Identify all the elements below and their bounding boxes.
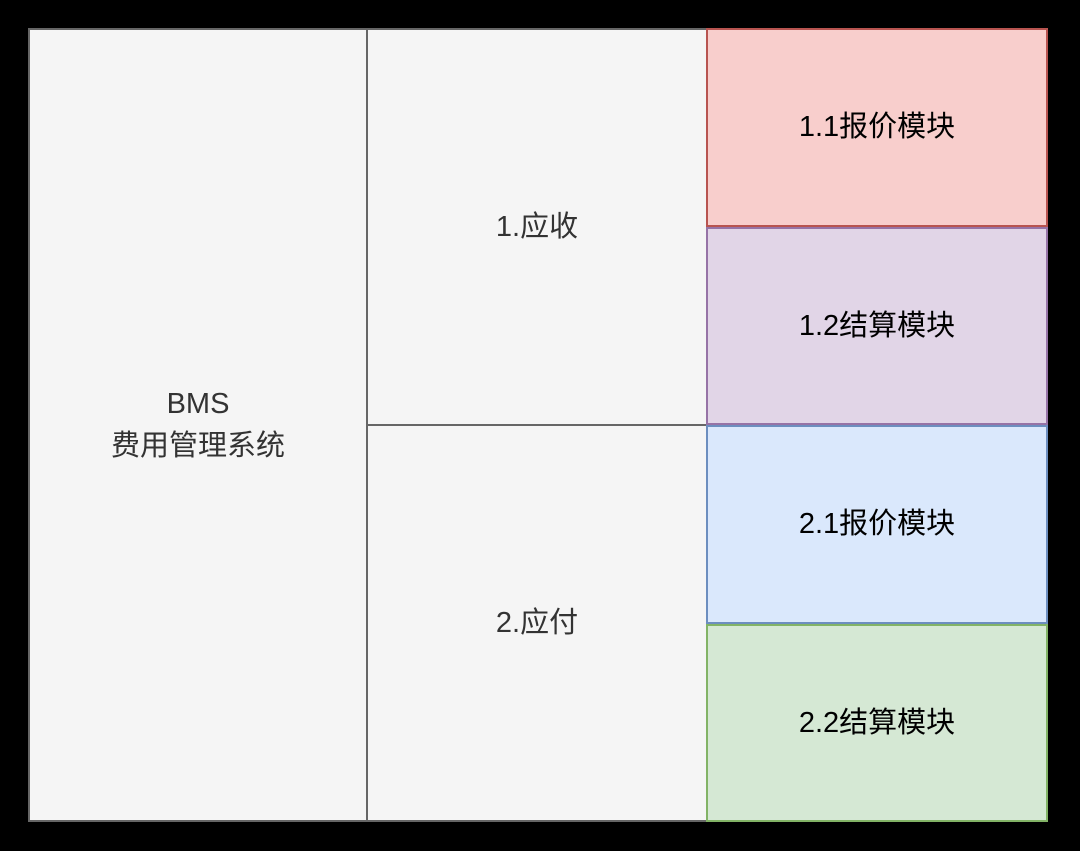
bms-diagram: BMS 费用管理系统 1.应收 2.应付 1.1报价模块 1.2结算模块 2.1… xyxy=(28,28,1048,822)
node-module-quote-receivable: 1.1报价模块 xyxy=(706,28,1048,227)
node-bms-root: BMS 费用管理系统 xyxy=(28,28,368,822)
group-payable-label: 2.应付 xyxy=(495,606,579,639)
module-settle-payable-label: 2.2结算模块 xyxy=(798,706,956,739)
module-quote-payable-label: 2.1报价模块 xyxy=(798,508,956,541)
group-receivable-label: 1.应收 xyxy=(495,210,579,243)
node-group-receivable: 1.应收 xyxy=(366,28,708,426)
node-module-quote-payable: 2.1报价模块 xyxy=(706,425,1048,624)
root-label-line2: 费用管理系统 xyxy=(110,430,285,462)
module-quote-receivable-label: 1.1报价模块 xyxy=(798,111,956,144)
node-group-payable: 2.应付 xyxy=(366,424,708,822)
node-module-settle-receivable: 1.2结算模块 xyxy=(706,226,1048,425)
module-settle-receivable-label: 1.2结算模块 xyxy=(798,309,956,342)
root-label-line1: BMS xyxy=(166,387,230,420)
module-column: 1.1报价模块 1.2结算模块 2.1报价模块 2.2结算模块 xyxy=(706,28,1048,822)
node-module-settle-payable: 2.2结算模块 xyxy=(706,623,1048,822)
group-column: 1.应收 2.应付 xyxy=(366,28,708,822)
root-label: BMS 费用管理系统 xyxy=(111,383,285,467)
